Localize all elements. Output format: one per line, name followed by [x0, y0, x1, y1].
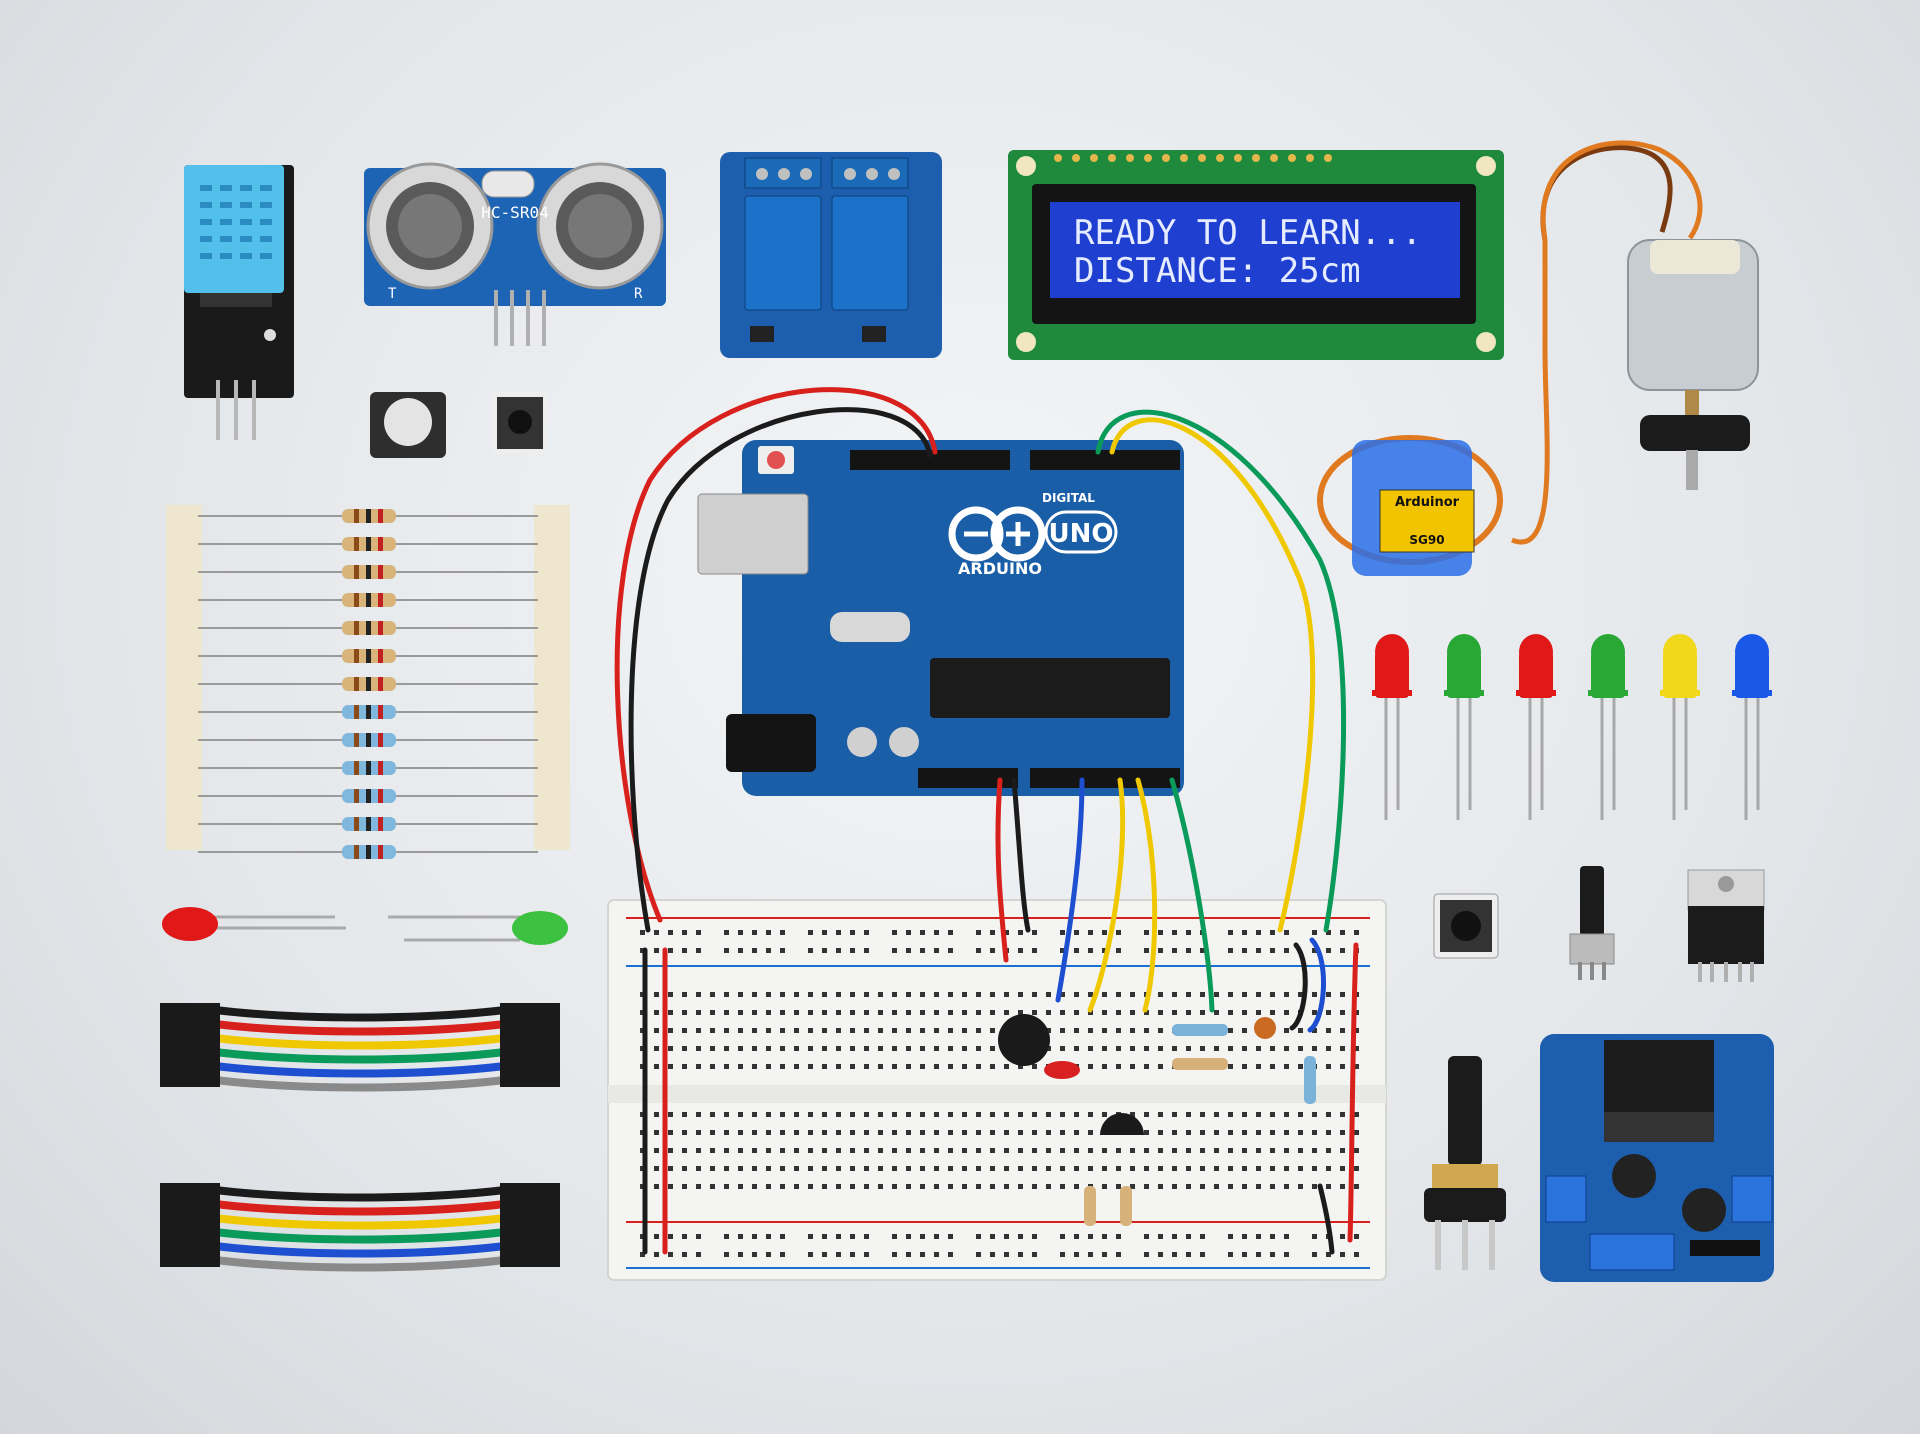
- servo-model-label: SG90: [1409, 533, 1444, 547]
- lcd-module: READY TO LEARN... DISTANCE: 25cm: [1008, 150, 1504, 360]
- jumper-ribbon-bottom: [160, 1183, 560, 1272]
- loose-led-green: [388, 911, 568, 945]
- trim-potentiometer: [1569, 866, 1615, 980]
- dht-sensor: [184, 165, 294, 440]
- ultrasonic-label: HC-SR04: [481, 203, 548, 222]
- servo-brand-label: Arduinor: [1395, 495, 1460, 510]
- dc-motor: [1540, 140, 1759, 490]
- push-button-small: [492, 392, 548, 454]
- lcd-line-2: DISTANCE: 25cm: [1074, 251, 1361, 291]
- ultrasonic-receive-mark: R: [634, 286, 643, 302]
- led-row: [1372, 634, 1772, 820]
- relay-module: [720, 152, 942, 358]
- servo-motor: Arduinor SG90: [1317, 240, 1550, 576]
- lcd-line-1: READY TO LEARN...: [1074, 213, 1422, 253]
- arduino-uno-board: ARDUINO UNO DIGITAL: [697, 440, 1184, 796]
- ultrasonic-sensor: HC-SR04 T R: [364, 162, 666, 346]
- jumper-wires: [614, 387, 1359, 1255]
- jumper-ribbon-top: [160, 1003, 560, 1092]
- arduino-section-label: DIGITAL: [1042, 491, 1095, 505]
- tactile-switch: [1433, 893, 1499, 959]
- voltage-regulator: [1687, 869, 1765, 982]
- breadboard: [607, 899, 1387, 1281]
- push-button-large: [370, 392, 446, 458]
- motor-driver-board: [1540, 1034, 1774, 1282]
- loose-led-red: [162, 907, 346, 941]
- arduino-model-label: UNO: [1049, 519, 1114, 549]
- ultrasonic-transmit-mark: T: [388, 286, 397, 302]
- arduino-brand-label: ARDUINO: [958, 559, 1042, 578]
- rotary-potentiometer: [1424, 1056, 1506, 1270]
- resistor-strip: [166, 505, 570, 859]
